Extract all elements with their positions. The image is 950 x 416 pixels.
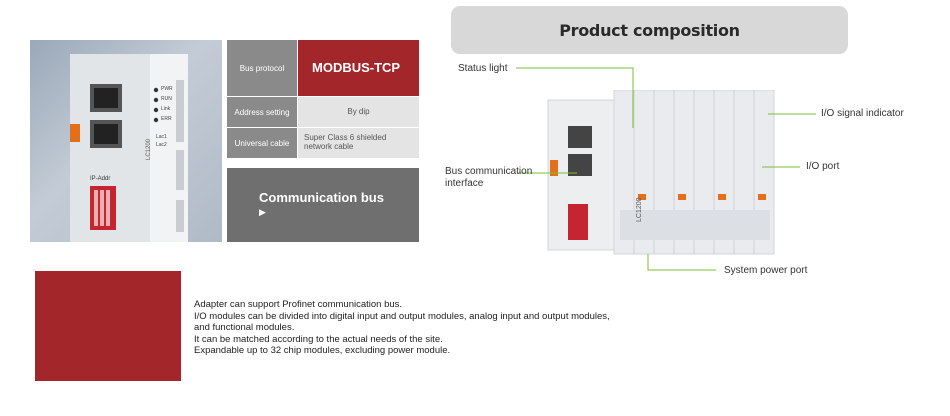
io-system-illustration <box>547 90 775 255</box>
composition-title: Product composition <box>559 20 740 40</box>
port-label-lac2: Lac2 <box>156 142 167 148</box>
led-label-pwr: PWR <box>161 86 173 92</box>
callout-io-indicator: I/O signal indicator <box>821 108 904 119</box>
spec-value: By dip <box>298 97 419 127</box>
spec-value: MODBUS-TCP <box>298 40 419 96</box>
callout-status-light: Status light <box>458 63 508 74</box>
description-line: Expandable up to 32 chip modules, exclud… <box>194 345 451 357</box>
led-label-link: Link <box>161 106 171 112</box>
device-model-label: LC1200 <box>636 197 643 222</box>
led-label-run: RUN <box>161 96 172 102</box>
adapter-illustration <box>70 54 188 242</box>
description-line: It can be matched according to the actua… <box>194 333 443 345</box>
callout-io-port: I/O port <box>806 161 840 172</box>
spec-value: Super Class 6 shielded network cable <box>298 128 419 158</box>
communication-bus-box: Communication bus ▶ <box>227 168 419 242</box>
switch-label: IP-Addr <box>90 176 111 182</box>
spec-row: Universal cable Super Class 6 shielded n… <box>227 128 419 158</box>
spec-row: Bus protocol MODBUS-TCP <box>227 40 419 96</box>
model-label: LC1200 <box>146 138 152 160</box>
description-text: Adapter can support Profinet communicati… <box>194 299 610 357</box>
composition-header: Product composition <box>451 6 848 54</box>
spec-table: Bus protocol MODBUS-TCP Address setting … <box>227 40 419 159</box>
communication-bus-title: Communication bus <box>259 190 384 205</box>
spec-label: Bus protocol <box>227 40 297 96</box>
spec-label: Address setting <box>227 97 297 127</box>
led-label-err: ERR <box>161 116 172 122</box>
spec-row: Address setting By dip <box>227 97 419 127</box>
description-line: and functional modules. <box>194 322 295 334</box>
spec-label: Universal cable <box>227 128 297 158</box>
product-photo: PWR RUN Link ERR Lac1 Lac2 IP-Addr LC120… <box>30 40 222 242</box>
callout-power-port: System power port <box>724 265 808 276</box>
decorative-red-block <box>35 271 181 381</box>
play-arrow-icon: ▶ <box>259 207 266 217</box>
description-line: I/O modules can be divided into digital … <box>194 310 610 322</box>
port-label-lac1: Lac1 <box>156 134 167 140</box>
description-line: Adapter can support Profinet communicati… <box>194 299 403 310</box>
callout-bus-interface: Bus communication interface <box>445 166 533 189</box>
